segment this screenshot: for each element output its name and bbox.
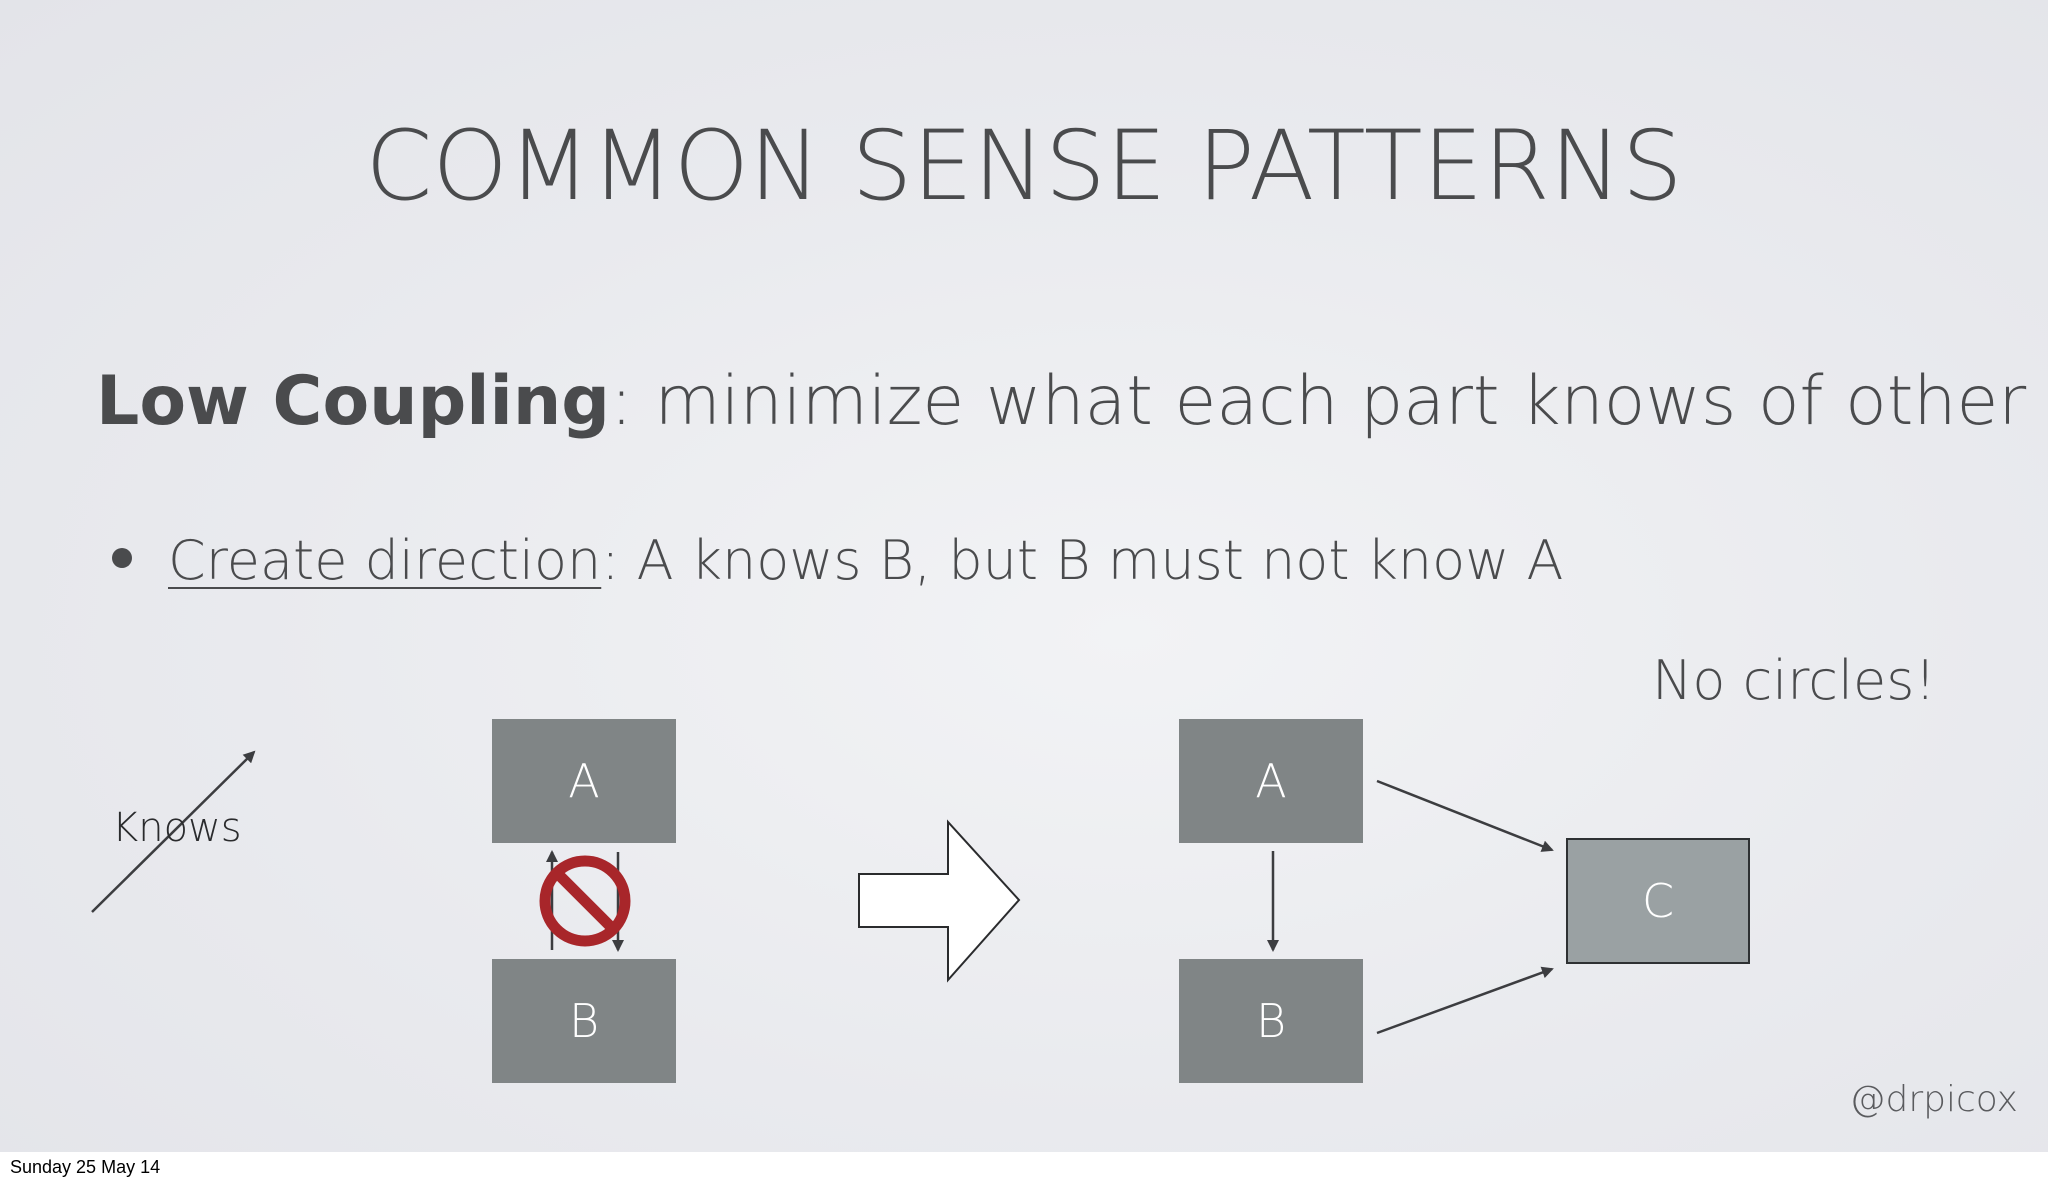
right-box-a: A — [1179, 719, 1363, 843]
footer-date: Sunday 25 May 14 — [10, 1157, 161, 1177]
right-box-c: C — [1566, 838, 1750, 964]
right-arrow-outline-icon — [858, 819, 1021, 983]
left-box-a: A — [492, 719, 676, 843]
heading: Low Coupling: minimize what each part kn… — [96, 368, 2026, 436]
legend-arrow — [91, 750, 256, 913]
slide-title: COMMON SENSE PATTERNS — [365, 110, 1683, 222]
right-box-b: B — [1179, 959, 1363, 1083]
prohibited-icon — [539, 855, 631, 947]
heading-strong: Low Coupling — [96, 362, 610, 441]
author-handle: @drpicox — [1849, 1079, 2018, 1120]
slide: COMMON SENSE PATTERNS Low Coupling: mini… — [0, 0, 2048, 1152]
bullet-dot — [112, 548, 132, 569]
no-circles-label: No circles! — [1652, 649, 1937, 712]
diagram-canvas — [91, 750, 1554, 1035]
right-arrow-b-to-c — [1376, 966, 1554, 1035]
legend-knows-label: Knows — [112, 805, 242, 851]
bullet-rest: : A knows B, but B must not know A — [601, 529, 1564, 592]
right-arrow-a-to-c — [1376, 779, 1554, 852]
bullet-underlined: Create direction — [168, 529, 602, 592]
left-box-b: B — [492, 959, 676, 1083]
heading-rest: : minimize what each part knows of other — [609, 362, 2027, 441]
bullet-item: Create direction: A knows B, but B must … — [112, 534, 1563, 588]
